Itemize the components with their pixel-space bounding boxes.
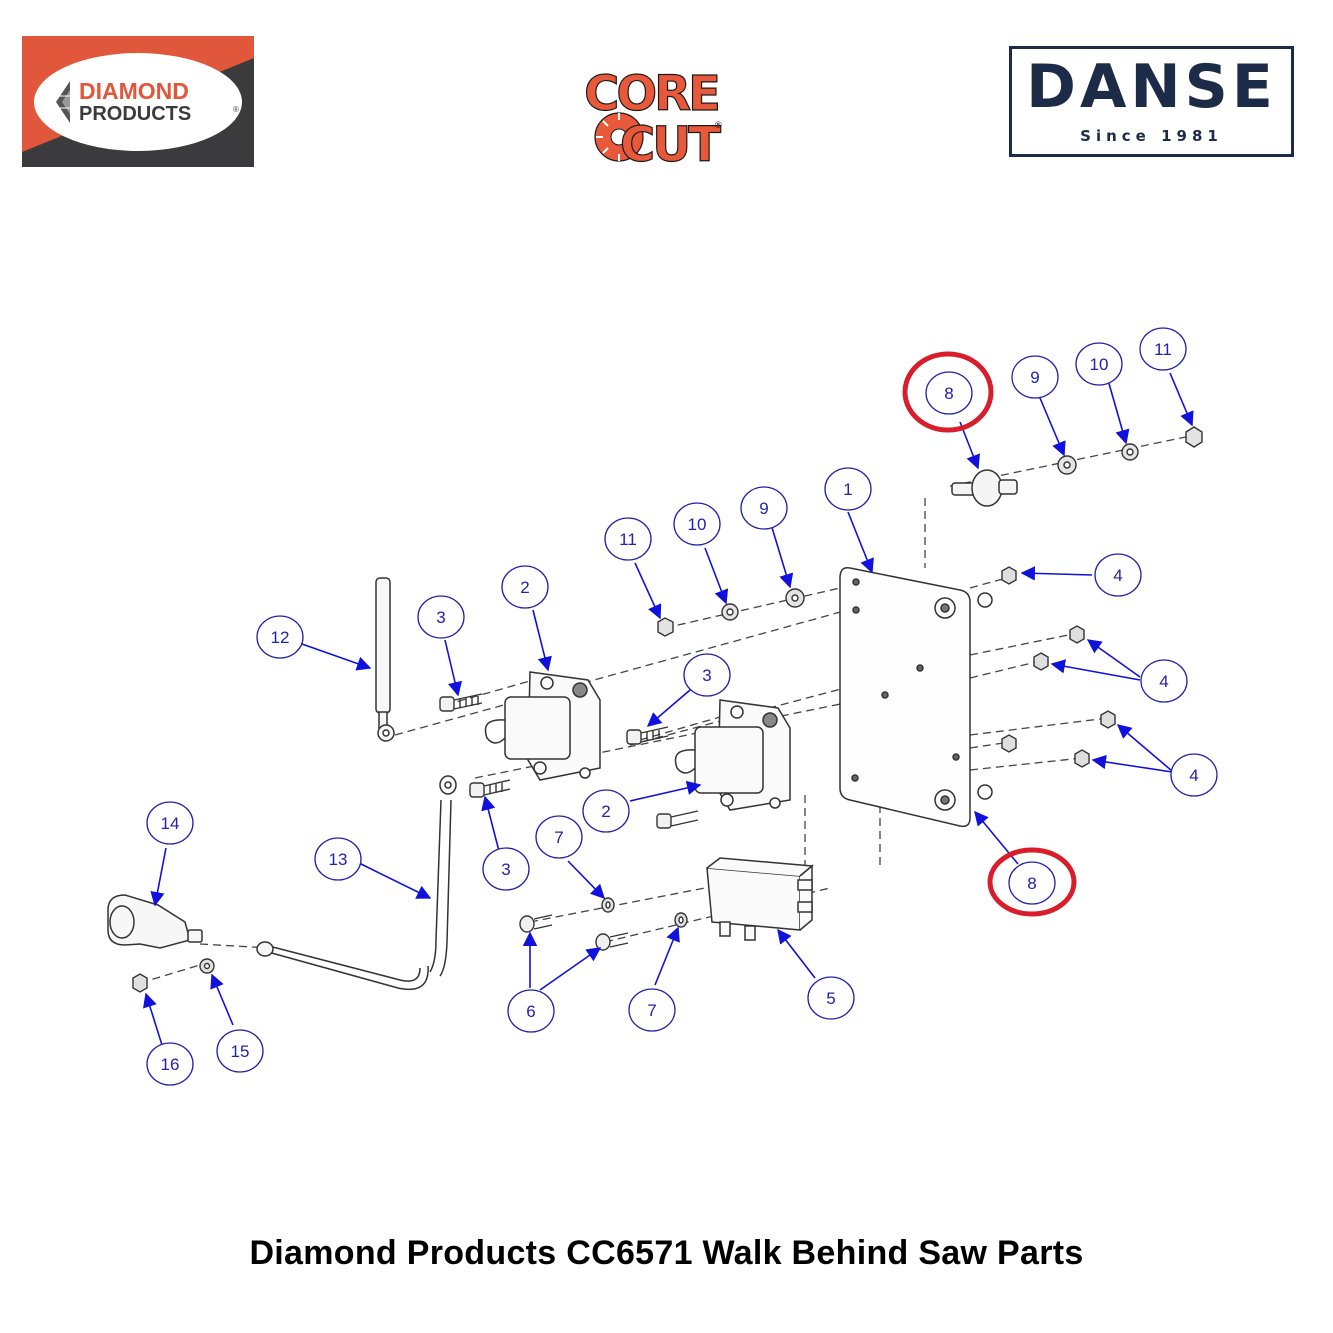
callout-4-top: 4 — [1094, 553, 1142, 597]
svg-text:3: 3 — [436, 608, 445, 627]
callout-3-middle: 3 — [683, 653, 731, 697]
callout-8-top: 8 — [925, 371, 973, 415]
callout-3-bottom: 3 — [482, 847, 530, 891]
svg-text:2: 2 — [601, 802, 610, 821]
callout-4-middle: 4 — [1140, 659, 1188, 703]
callout-15: 15 — [216, 1029, 264, 1073]
svg-text:4: 4 — [1189, 766, 1198, 785]
svg-text:9: 9 — [1030, 368, 1039, 387]
callout-4-bottom: 4 — [1170, 753, 1218, 797]
exploded-parts-diagram: 1 2 2 3 3 3 4 4 4 5 6 7 7 8 8 9 9 10 10 … — [107, 327, 1218, 1086]
danse-logo-since: Since 1981 — [1080, 127, 1223, 145]
callout-9-middle: 9 — [740, 486, 788, 530]
callout-11-top: 11 — [1139, 327, 1187, 371]
svg-text:3: 3 — [501, 860, 510, 879]
callout-10-top: 10 — [1075, 342, 1123, 386]
svg-text:7: 7 — [647, 1001, 656, 1020]
washers-part-7 — [601, 897, 688, 928]
relay-solenoid — [706, 857, 814, 941]
svg-text:8: 8 — [1027, 874, 1036, 893]
washers-nuts-9-10-11 — [657, 426, 1203, 637]
svg-text:3: 3 — [702, 666, 711, 685]
callout-6: 6 — [507, 989, 555, 1033]
callout-1: 1 — [824, 467, 872, 511]
highlight-rings — [902, 351, 1077, 917]
callout-3-left: 3 — [417, 595, 465, 639]
callout-5: 5 — [807, 976, 855, 1020]
core-cut-logo: CORE CUT ® — [584, 65, 725, 170]
danse-logo: DANSE Since 1981 — [1009, 46, 1294, 157]
callout-bubbles: 1 2 2 3 3 3 4 4 4 5 6 7 7 8 8 9 9 10 10 … — [146, 327, 1218, 1086]
callout-16: 16 — [146, 1042, 194, 1086]
svg-text:9: 9 — [759, 499, 768, 518]
logo-text-products: PRODUCTS — [79, 103, 191, 125]
mounting-plate — [839, 566, 993, 828]
cable-part-12 — [375, 577, 395, 742]
callout-11-middle: 11 — [604, 517, 652, 561]
callout-14: 14 — [146, 801, 194, 845]
page-title: Diamond Products CC6571 Walk Behind Saw … — [249, 1234, 1084, 1272]
svg-text:14: 14 — [161, 814, 180, 833]
svg-text:7: 7 — [554, 828, 563, 847]
svg-text:4: 4 — [1159, 672, 1168, 691]
cable-boot-part-14 — [107, 894, 429, 990]
callout-12: 12 — [256, 615, 304, 659]
logo-text-cut: CUT — [620, 117, 721, 170]
svg-text:16: 16 — [161, 1055, 180, 1074]
hardware-15-16 — [132, 958, 215, 993]
logo-text-core: CORE — [584, 66, 718, 122]
callout-10-middle: 10 — [673, 502, 721, 546]
logo-text-diamond: DIAMOND — [79, 78, 189, 104]
circuit-breaker-lower — [674, 699, 791, 811]
svg-text:15: 15 — [231, 1042, 250, 1061]
svg-text:11: 11 — [619, 530, 637, 549]
nuts-part-4 — [1001, 566, 1116, 768]
svg-text:12: 12 — [271, 628, 290, 647]
callout-2-lower: 2 — [582, 789, 630, 833]
svg-text:4: 4 — [1113, 566, 1122, 585]
svg-text:®: ® — [715, 120, 722, 130]
leader-arrows — [143, 372, 1194, 1046]
svg-text:10: 10 — [1090, 355, 1109, 374]
bolts-part-3 — [439, 693, 699, 829]
svg-text:6: 6 — [526, 1002, 535, 1021]
svg-text:10: 10 — [688, 515, 707, 534]
diamond-mark-icon — [56, 81, 70, 123]
svg-text:11: 11 — [1154, 340, 1172, 359]
callout-2-upper: 2 — [501, 565, 549, 609]
stud-connector-part-8 — [951, 469, 1018, 507]
svg-text:8: 8 — [944, 384, 953, 403]
circuit-breaker-upper — [484, 671, 601, 781]
cable-part-13 — [429, 775, 457, 977]
callout-13: 13 — [314, 837, 362, 881]
svg-text:5: 5 — [826, 989, 835, 1008]
diamond-products-logo: DIAMOND PRODUCTS ® — [22, 36, 254, 167]
danse-logo-word: DANSE — [1026, 52, 1277, 122]
svg-text:13: 13 — [329, 850, 348, 869]
saw-blade-icon — [594, 112, 644, 162]
screws-part-6 — [519, 914, 629, 951]
svg-text:®: ® — [233, 105, 239, 114]
callout-8-bottom: 8 — [1008, 861, 1056, 905]
callout-7-upper: 7 — [535, 815, 583, 859]
svg-text:1: 1 — [843, 480, 852, 499]
callout-9-top: 9 — [1011, 355, 1059, 399]
callout-7-lower: 7 — [628, 988, 676, 1032]
svg-text:2: 2 — [520, 578, 529, 597]
